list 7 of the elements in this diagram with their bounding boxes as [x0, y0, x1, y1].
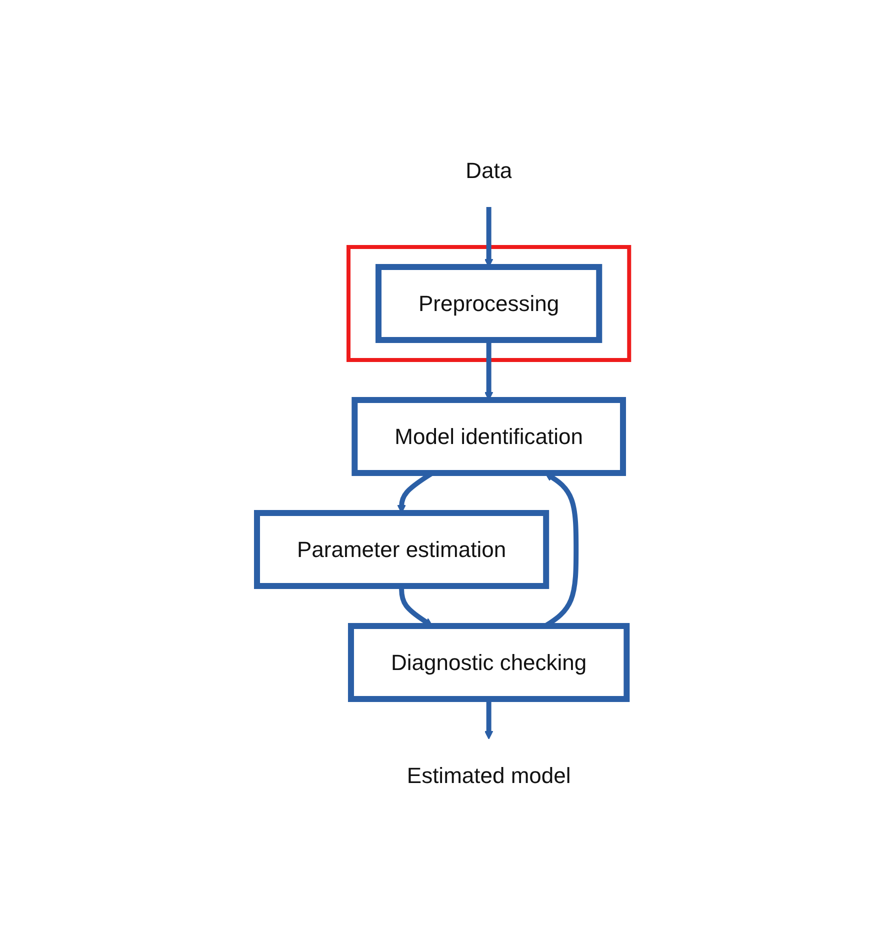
node-box: Model identification: [352, 396, 626, 476]
node-box: Parameter estimation: [254, 510, 550, 588]
cluster: [346, 244, 632, 362]
node-text: Estimated model: [406, 762, 571, 788]
node-box: Diagnostic checking: [348, 622, 630, 702]
node-box: Preprocessing: [375, 264, 602, 342]
node-text: Data: [466, 158, 512, 182]
